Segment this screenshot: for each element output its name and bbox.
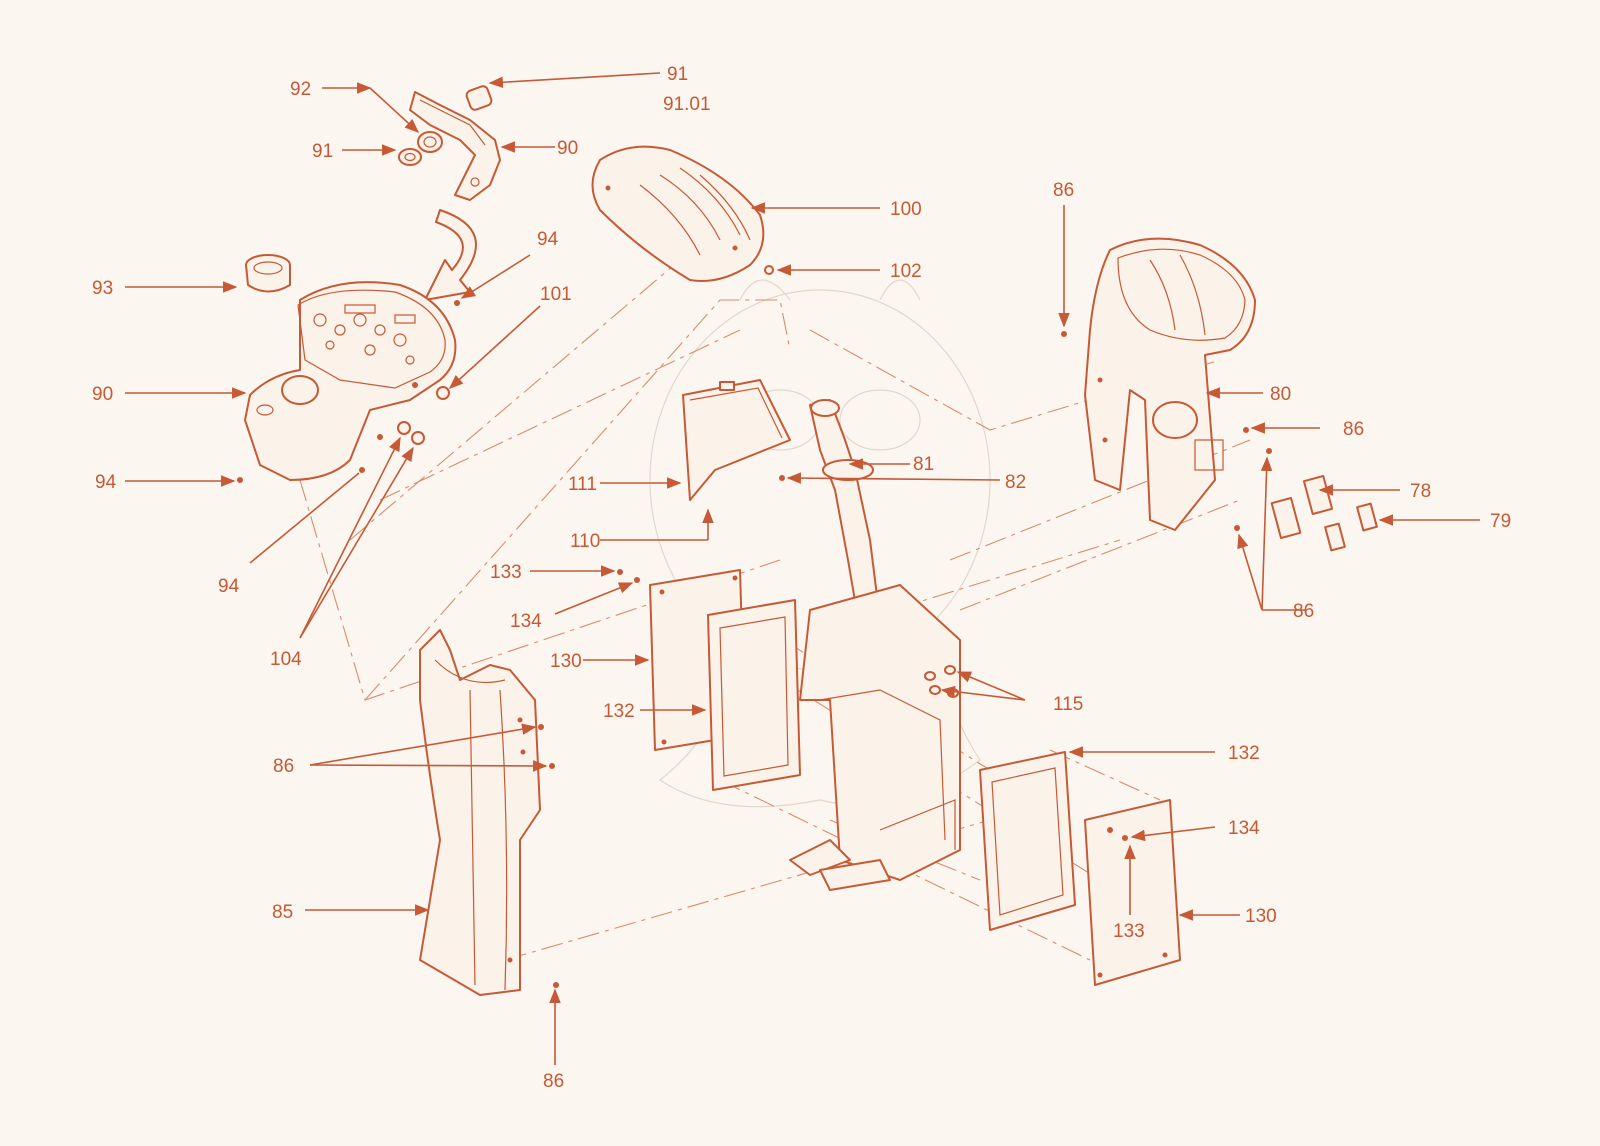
label-91: 91 (312, 141, 333, 162)
label-91: 91 (667, 64, 688, 85)
label-79: 79 (1490, 511, 1511, 532)
part-labels: 91 91.01 92 91 90 100 102 94 101 93 90 9… (92, 64, 1511, 1092)
part-92-bushing (417, 131, 443, 153)
part-90-control-housing (244, 281, 457, 481)
part-101-washer (436, 386, 450, 400)
label-86: 86 (1343, 419, 1364, 440)
label-115: 115 (1053, 694, 1083, 715)
part-132-gasket-right (979, 751, 1076, 931)
part-111-panel (682, 379, 791, 501)
label-111: 111 (568, 474, 597, 495)
label-134: 134 (510, 611, 542, 632)
label-85: 85 (272, 902, 293, 923)
label-133: 133 (1113, 921, 1145, 942)
label-80: 80 (1270, 384, 1291, 405)
part-91-knob (465, 85, 493, 111)
part-93-grommet (245, 254, 291, 293)
label-93: 93 (92, 278, 113, 299)
assembly-direction-arrow (424, 209, 477, 301)
part-90-top-cap (409, 91, 501, 201)
label-86: 86 (1053, 180, 1074, 201)
part-130-cover-right (1084, 799, 1181, 986)
part-81-steering-column (809, 399, 881, 631)
label-91-01: 91.01 (663, 94, 711, 115)
label-110: 110 (570, 531, 600, 552)
label-101: 101 (540, 284, 572, 305)
label-134: 134 (1228, 818, 1260, 839)
part-86-screws-right (1061, 331, 1272, 531)
label-90: 90 (92, 384, 113, 405)
part-94-screws (237, 300, 460, 483)
label-132: 132 (603, 701, 635, 722)
part-100-cover (591, 145, 765, 282)
part-82-screw (779, 475, 785, 481)
part-85-front-cover (419, 629, 541, 996)
label-78: 78 (1410, 481, 1431, 502)
label-86: 86 (1293, 601, 1314, 622)
label-132: 132 (1228, 743, 1260, 764)
part-86-screws-front (538, 724, 559, 988)
part-79-caps (1324, 502, 1378, 552)
label-100: 100 (890, 199, 922, 220)
label-92: 92 (290, 79, 311, 100)
main-frame (789, 584, 961, 891)
part-133-134-left (617, 569, 640, 583)
label-102: 102 (890, 261, 922, 282)
label-82: 82 (1005, 472, 1026, 493)
part-78-switches (1270, 474, 1334, 539)
label-94: 94 (218, 576, 240, 597)
label-94: 94 (537, 229, 559, 250)
label-104: 104 (270, 649, 302, 670)
label-90: 90 (557, 138, 578, 159)
label-86: 86 (543, 1071, 564, 1092)
part-102-screw (764, 265, 774, 275)
leader-lines (125, 72, 1480, 1065)
part-91-ring (398, 148, 422, 166)
part-104-knobs (397, 421, 425, 445)
label-130: 130 (550, 651, 582, 672)
label-81: 81 (913, 454, 934, 475)
label-130: 130 (1245, 906, 1277, 927)
part-80-seat-shell (1084, 237, 1256, 531)
label-86: 86 (273, 756, 294, 777)
part-132-gasket-left (707, 599, 801, 791)
label-133: 133 (490, 562, 522, 583)
label-94: 94 (95, 472, 117, 493)
